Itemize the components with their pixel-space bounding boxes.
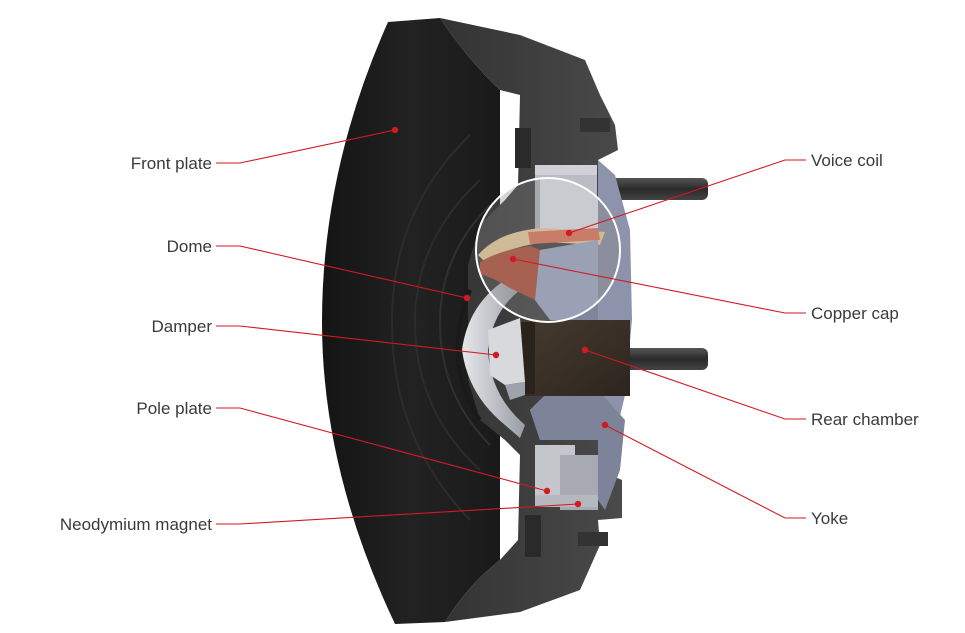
leader-damper bbox=[216, 325, 497, 356]
leader-lines bbox=[216, 126, 806, 525]
dome-shape bbox=[462, 280, 525, 438]
terminal-rod-bottom bbox=[610, 348, 708, 370]
magnifier-ring bbox=[475, 177, 621, 323]
frame-step bbox=[580, 118, 610, 132]
label-voice-coil: Voice coil bbox=[811, 151, 883, 170]
leader-copper-cap bbox=[512, 258, 806, 314]
leader-yoke bbox=[604, 424, 806, 519]
label-rear-chamber: Rear chamber bbox=[811, 410, 919, 429]
label-dome: Dome bbox=[167, 237, 212, 256]
dot-damper bbox=[492, 351, 500, 359]
dot-voice-coil bbox=[565, 229, 573, 237]
copper-cap-shape bbox=[480, 246, 540, 300]
dot-front-plate bbox=[391, 126, 399, 134]
housing-groove bbox=[413, 179, 481, 471]
rear-chamber-shape bbox=[522, 320, 630, 396]
leader-pole-plate bbox=[216, 407, 548, 492]
frame-step bbox=[578, 532, 608, 546]
dot-neodymium-magnet bbox=[574, 500, 582, 508]
label-front-plate: Front plate bbox=[131, 154, 212, 173]
label-damper: Damper bbox=[152, 317, 213, 336]
frame-step bbox=[525, 515, 541, 557]
dot-rear-chamber bbox=[581, 346, 589, 354]
dot-dome bbox=[463, 294, 471, 302]
front-plate-shape bbox=[322, 18, 500, 624]
dot-yoke bbox=[601, 421, 609, 429]
label-copper-cap: Copper cap bbox=[811, 304, 899, 323]
labels: Front plate Dome Damper Pole plate Neody… bbox=[60, 151, 919, 534]
top-plate-upper-edge bbox=[535, 165, 597, 175]
housing-groove bbox=[390, 134, 471, 521]
leader-dome bbox=[216, 245, 468, 299]
terminal-rod-top bbox=[610, 178, 708, 200]
magnet-edge bbox=[535, 495, 598, 507]
magnified-detail bbox=[476, 178, 620, 322]
label-pole-plate: Pole plate bbox=[136, 399, 212, 418]
dot-pole-plate bbox=[543, 487, 551, 495]
leader-voice-coil bbox=[568, 159, 806, 234]
leader-neodymium-magnet bbox=[216, 503, 579, 525]
yoke-lower bbox=[530, 392, 625, 510]
tweeter-illustration bbox=[322, 18, 708, 624]
label-yoke: Yoke bbox=[811, 509, 848, 528]
frame-step bbox=[515, 128, 531, 168]
leader-front-plate bbox=[216, 129, 396, 164]
leader-rear-chamber bbox=[584, 349, 806, 420]
voice-coil-shape bbox=[528, 228, 600, 244]
dome-rim bbox=[455, 289, 482, 422]
housing-groove bbox=[438, 204, 491, 446]
label-neodymium-magnet: Neodymium magnet bbox=[60, 515, 212, 534]
dot-copper-cap bbox=[509, 255, 517, 263]
damper-shadow bbox=[505, 382, 525, 400]
damper-shape bbox=[488, 318, 525, 385]
